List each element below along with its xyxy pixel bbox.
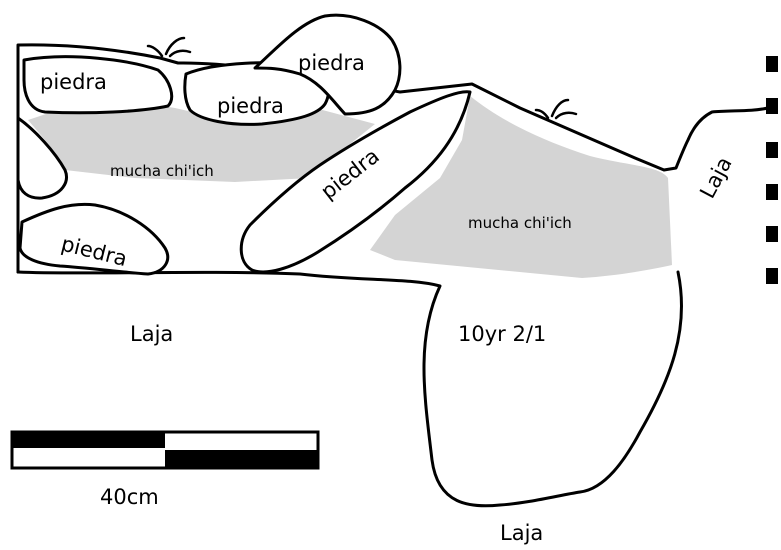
bedrock-label: Laja xyxy=(500,521,543,545)
plant-sprout-icon xyxy=(148,38,190,56)
bottom-profile-outline xyxy=(18,272,682,506)
bedrock-label: Laja xyxy=(695,153,737,202)
stone-label: piedra xyxy=(40,70,107,94)
stone-label: piedra xyxy=(217,94,284,118)
margin-ticks xyxy=(766,56,778,284)
ash-deposit-label: mucha chi'ich xyxy=(110,162,214,180)
ash-deposit-label: mucha chi'ich xyxy=(468,214,572,232)
stone-label: piedra xyxy=(298,51,365,75)
plant-sprout-icon xyxy=(536,100,576,118)
soil-color-label: 10yr 2/1 xyxy=(458,322,546,346)
scale-label: 40cm xyxy=(100,485,159,509)
bedrock-label: Laja xyxy=(130,322,173,346)
scale-bar xyxy=(12,432,318,468)
